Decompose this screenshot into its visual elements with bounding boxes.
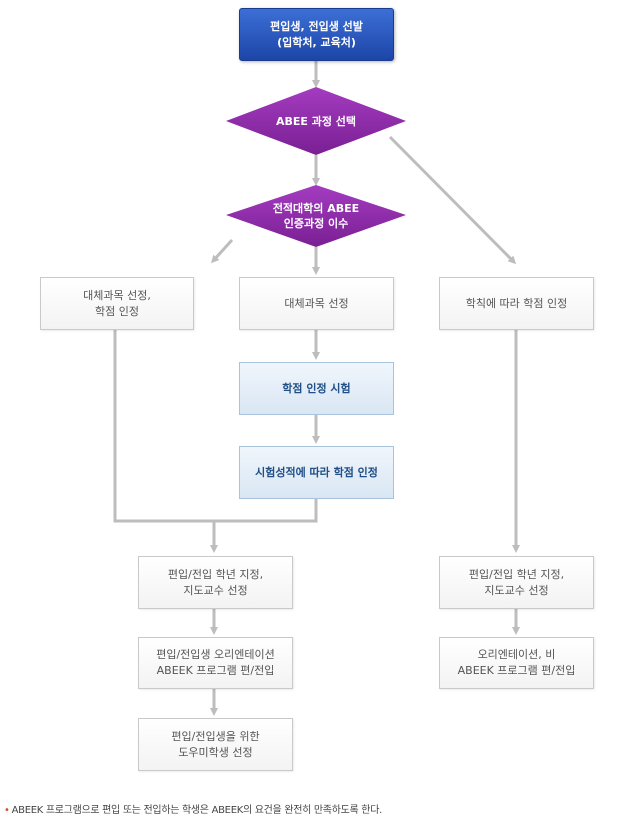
box-assign-left: 편입/전입 학년 지정, 지도교수 선정: [138, 556, 293, 609]
box-rule-credit: 학칙에 따라 학점 인정: [439, 277, 594, 330]
bullet-icon: •: [4, 805, 10, 816]
decision-label-abee: ABEE 과정 선택: [275, 114, 357, 128]
start-box-selection: 편입생, 전입생 선발 (입학처, 교육처): [239, 8, 394, 61]
box-orientation-right: 오리엔테이션, 비 ABEEK 프로그램 편/전입: [439, 637, 594, 689]
box-assign-right: 편입/전입 학년 지정, 지도교수 선정: [439, 556, 594, 609]
box-credit-exam: 학점 인정 시험: [239, 362, 394, 415]
decision-diamond-abee: [226, 87, 406, 155]
box-helper-student: 편입/전입생을 위한 도우미학생 선정: [138, 718, 293, 771]
arrow-abee-to-rule: [388, 135, 517, 265]
box-substitute-credit: 대체과목 선정, 학점 인정: [40, 277, 194, 330]
footnote: •ABEEK 프로그램으로 편입 또는 전입하는 학생은 ABEEK의 요건을 …: [4, 801, 382, 816]
footnote-text: ABEEK 프로그램으로 편입 또는 전입하는 학생은 ABEEK의 요건을 완…: [11, 805, 383, 816]
decision-label-prev: 전적대학의 ABEE 인증과정 이수: [272, 202, 360, 230]
box-orientation-left: 편입/전입생 오리엔테이션 ABEEK 프로그램 편/전입: [138, 637, 293, 689]
box-exam-credit: 시험성적에 따라 학점 인정: [239, 446, 394, 499]
decision-diamond-prev: [226, 185, 406, 247]
arrow-prev-to-left: [210, 238, 234, 264]
box-substitute-select: 대체과목 선정: [239, 277, 394, 330]
